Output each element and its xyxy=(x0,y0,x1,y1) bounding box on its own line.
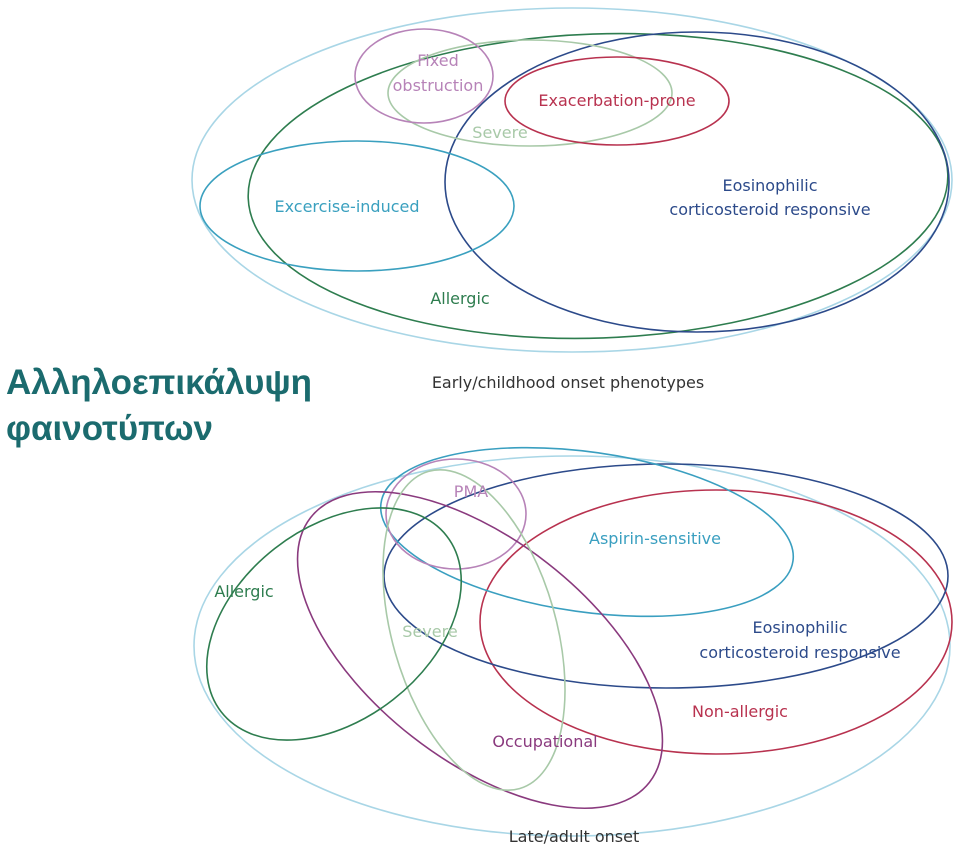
early-onset-caption: Early/childhood onset phenotypes xyxy=(432,373,704,392)
late-pma-label: PMA xyxy=(454,482,488,501)
late-occupational-label: Occupational xyxy=(492,732,597,751)
slide-title-line-1: Αλληλοεπικάλυψη xyxy=(6,363,313,402)
early-eosinophilic-ellipse xyxy=(444,31,950,333)
early-fixed-label-2: obstruction xyxy=(393,76,484,95)
early-severe-label: Severe xyxy=(472,123,527,142)
early-exacerbation-label: Exacerbation-prone xyxy=(538,91,695,110)
early-outer-ellipse xyxy=(191,7,953,353)
late-non-allergic-label: Non-allergic xyxy=(692,702,788,721)
early-exercise-ellipse xyxy=(199,140,515,272)
late-onset-caption: Late/adult onset xyxy=(509,827,640,846)
late-aspirin-label: Aspirin-sensitive xyxy=(589,529,721,548)
late-severe-ellipse xyxy=(382,468,566,792)
early-severe-ellipse xyxy=(387,39,673,147)
early-exacerbation-ellipse xyxy=(504,56,730,146)
late-eosinophilic-ellipse xyxy=(383,463,949,689)
early-exercise-label: Excercise-induced xyxy=(274,197,419,216)
slide-title: Αλληλοεπικάλυψη φαινοτύπων xyxy=(6,360,312,452)
late-eosinophilic-label-2: corticosteroid responsive xyxy=(699,643,900,662)
early-fixed-label-1: Fixed xyxy=(417,51,458,70)
late-occupational-ellipse xyxy=(296,490,664,810)
early-allergic-label: Allergic xyxy=(430,289,489,308)
slide-title-line-2: φαινοτύπων xyxy=(6,409,213,448)
late-outer-ellipse xyxy=(193,455,951,837)
late-pma-ellipse xyxy=(385,458,527,570)
late-allergic-label: Allergic xyxy=(214,582,273,601)
late-eosinophilic-label-1: Eosinophilic xyxy=(752,618,847,637)
late-onset-diagram: PMA Aspirin-sensitive Allergic Severe Eo… xyxy=(193,446,953,846)
early-eosinophilic-label-2: corticosteroid responsive xyxy=(669,200,870,219)
early-fixed-obstruction-ellipse xyxy=(354,28,494,124)
early-allergic-ellipse xyxy=(247,32,949,340)
late-aspirin-ellipse xyxy=(379,446,795,618)
late-severe-label: Severe xyxy=(402,622,457,641)
late-non-allergic-ellipse xyxy=(479,489,953,755)
early-onset-diagram: Fixed obstruction Exacerbation-prone Sev… xyxy=(191,7,953,392)
late-allergic-ellipse xyxy=(205,507,463,741)
early-eosinophilic-label-1: Eosinophilic xyxy=(722,176,817,195)
